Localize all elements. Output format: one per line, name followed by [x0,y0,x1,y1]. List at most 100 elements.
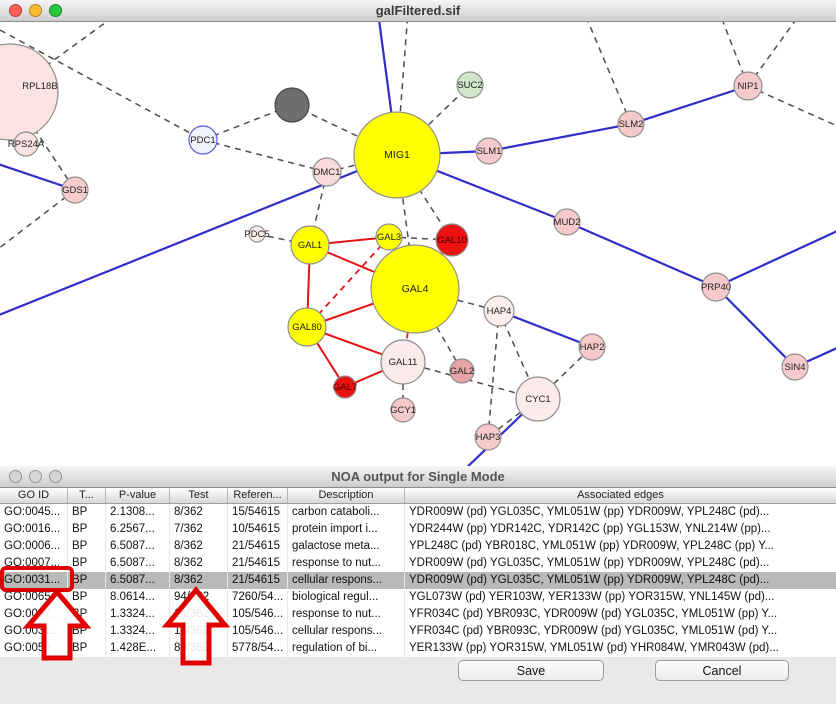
network-window: galFiltered.sif RPL18B RPS24A GDS1 PDC1 MIG1… [0,0,836,466]
column-header-referen-[interactable]: Referen... [228,488,288,503]
close-button[interactable] [9,4,22,17]
table-cell: BP [68,623,106,640]
network-node-pdc5[interactable]: PDC5 [244,225,270,243]
network-edge[interactable] [498,309,593,349]
network-node-suc2[interactable]: SUC2 [456,71,484,99]
table-cell: response to nut... [288,555,405,572]
network-node-gal3[interactable]: GAL3 [375,223,403,251]
network-node-gal7[interactable]: GAL7 [333,375,357,399]
zoom-button[interactable] [49,4,62,17]
table-cell: GO:0065... [0,589,68,606]
table-cell: 6.5087... [106,555,170,572]
network-node-gds1[interactable]: GDS1 [61,176,89,204]
table-cell: cellular respons... [288,623,405,640]
network-edge[interactable] [747,85,836,130]
network-edge[interactable] [715,286,796,368]
network-node-mig1[interactable]: MIG1 [353,111,441,199]
network-node-gray[interactable] [274,87,310,123]
network-node-pdc1[interactable]: PDC1 [188,125,218,155]
network-node-rpl18b[interactable]: RPL18B [0,43,59,141]
network-edge[interactable] [488,122,632,153]
column-header-test[interactable]: Test [170,488,228,503]
node-label: RPL18B [22,81,57,92]
column-header-t-[interactable]: T... [68,488,106,503]
network-edge[interactable] [566,220,717,289]
network-node-slm2[interactable]: SLM2 [617,110,645,138]
table-cell: BP [68,640,106,657]
table-cell: 21/54615 [228,555,288,572]
network-node-gal80[interactable]: GAL80 [287,307,327,347]
network-node-prp40[interactable]: PRP40 [701,272,731,302]
column-header-go-id[interactable]: GO ID [0,488,68,503]
cancel-button[interactable]: Cancel [655,660,789,681]
minimize-button[interactable] [29,4,42,17]
table-cell: 8/362 [170,555,228,572]
network-node-gal2[interactable]: GAL2 [449,358,475,384]
network-edge[interactable] [402,361,539,400]
network-node-gal11[interactable]: GAL11 [380,339,426,385]
network-edge[interactable] [202,139,328,173]
table-cell: GO:0007... [0,606,68,623]
table-cell: 8/362 [170,538,228,555]
network-edge[interactable] [306,236,390,328]
table-cell: biological regul... [288,589,405,606]
minimize-button[interactable] [29,470,42,483]
network-node-nip1[interactable]: NIP1 [733,71,763,101]
network-edge[interactable] [715,227,836,288]
network-edge[interactable] [585,22,632,125]
table-cell: 105/546... [228,623,288,640]
noa-window-titlebar[interactable]: NOA output for Single Mode [0,466,836,488]
network-window-title: galFiltered.sif [375,3,461,18]
table-cell: 14/362 [170,606,228,623]
network-node-dmc1[interactable]: DMC1 [312,157,342,187]
network-node-hap2[interactable]: HAP2 [578,333,606,361]
network-node-hap3[interactable]: HAP3 [474,423,502,451]
save-button[interactable]: Save [458,660,604,681]
network-edge[interactable] [291,104,398,156]
zoom-button[interactable] [49,470,62,483]
column-header-description[interactable]: Description [288,488,405,503]
table-cell: 2.1308... [106,504,170,521]
table-cell: 21/54615 [228,538,288,555]
node-label: GDS1 [62,185,88,196]
network-edge[interactable] [0,189,76,252]
network-node-cyc1[interactable]: CYC1 [515,376,561,422]
network-edge[interactable] [9,91,76,191]
network-node-slm1[interactable]: SLM1 [475,137,503,165]
network-edge[interactable] [487,310,500,438]
network-node-gal1[interactable]: GAL1 [290,225,330,265]
node-label: GAL3 [377,232,401,243]
network-node-mud2[interactable]: MUD2 [553,208,581,236]
table-cell: 6.5087... [106,538,170,555]
network-edge[interactable] [396,154,453,241]
network-edge[interactable] [0,29,204,141]
network-node-hap4[interactable]: HAP4 [483,295,515,327]
network-node-rps24a[interactable]: RPS24A [8,131,45,157]
column-header-p-value[interactable]: P-value [106,488,170,503]
close-button[interactable] [9,470,22,483]
network-node-gcy1[interactable]: GCY1 [390,397,416,423]
network-node-gal10[interactable]: GAL10 [435,223,469,257]
network-window-titlebar[interactable]: galFiltered.sif [0,0,836,22]
network-edge[interactable] [747,22,800,87]
network-edge[interactable] [0,162,76,192]
column-header-associated-edges[interactable]: Associated edges [577,489,664,501]
table-cell: BP [68,538,106,555]
table-cell: galactose meta... [288,538,405,555]
network-node-gal4[interactable]: GAL4 [370,244,460,334]
table-cell: 1.3324... [106,606,170,623]
network-node-sin4[interactable]: SIN4 [781,353,809,381]
network-edge[interactable] [630,84,749,126]
